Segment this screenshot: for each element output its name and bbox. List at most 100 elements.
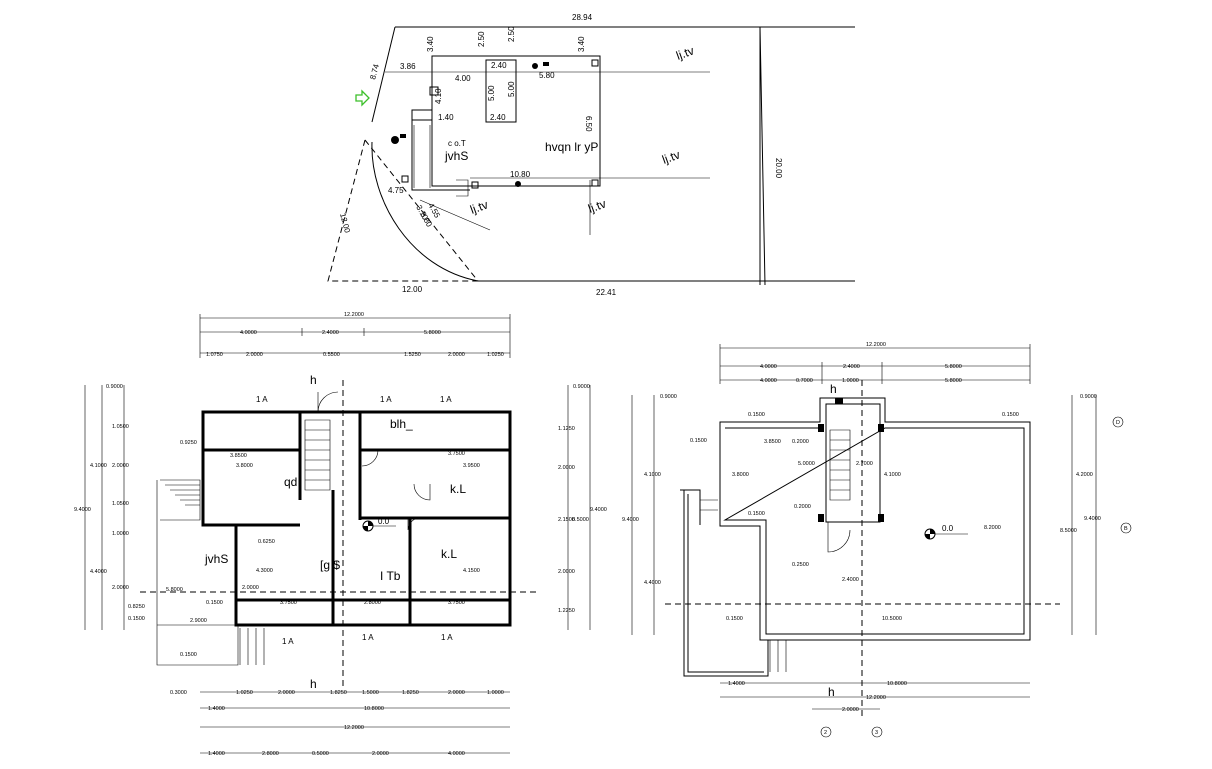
right-r-2: 4.2000 <box>1076 472 1093 478</box>
building-label: hvqn lr yP <box>545 140 598 154</box>
left-top-seg-1: 4.0000 <box>240 330 257 336</box>
left-b-last-2: 2.8000 <box>262 751 279 757</box>
left-r-3: 2.0000 <box>558 465 575 471</box>
right-level: 0.0 <box>942 524 954 533</box>
dim-250a: 2.50 <box>477 31 486 47</box>
dim-340a: 3.40 <box>426 36 435 52</box>
room-a-label: jvhS <box>444 149 468 163</box>
left-l-14: 0.1500 <box>180 652 197 658</box>
left-b-fine-2: 1.0250 <box>236 690 253 696</box>
right-in-9: 0.2000 <box>794 504 811 510</box>
left-r-6: 8.5000 <box>572 517 589 523</box>
left-l-11: 0.1500 <box>128 616 145 622</box>
tag-2: 1 A <box>380 395 392 404</box>
dim-250b: 2.50 <box>507 26 516 42</box>
left-l-13: 2.9000 <box>190 618 207 624</box>
left-b-fine-3: 2.0000 <box>278 690 295 696</box>
right-in-4: 3.8000 <box>732 472 749 478</box>
left-l-7: 1.0000 <box>112 531 129 537</box>
site-bottom-width: 22.41 <box>596 288 617 297</box>
right-l-2: 4.1000 <box>644 472 661 478</box>
left-l-10: 0.8250 <box>128 604 145 610</box>
room-kl-2: k.L <box>441 547 457 561</box>
right-in-2: 3.8500 <box>764 439 781 445</box>
right-in-6: 5.0000 <box>798 461 815 467</box>
left-r-7: 2.0000 <box>558 569 575 575</box>
left-r-2: 1.1250 <box>558 426 575 432</box>
first-floor-plan: 12.2000 4.0000 2.4000 5.8000 4.0000 0.70… <box>622 342 1132 738</box>
right-section-top: h <box>830 382 837 396</box>
left-in-7: 2.0000 <box>242 585 259 591</box>
left-r-4: 2.1500 <box>558 517 575 523</box>
dim-240b: 2.40 <box>490 113 506 122</box>
right-in-14: 10.5000 <box>882 616 902 622</box>
right-l-4: 4.4000 <box>644 580 661 586</box>
right-in-11: 0.2500 <box>792 562 809 568</box>
road-label-2: lj.tv <box>660 148 682 167</box>
grid-d: D <box>1116 420 1120 426</box>
right-top-5: 0.7000 <box>796 378 813 384</box>
left-in-4: 3.9500 <box>463 463 480 469</box>
right-in-1: 0.1500 <box>748 412 765 418</box>
left-in-10: 0.1500 <box>206 600 223 606</box>
room-kl-1: k.L <box>450 482 466 496</box>
left-in-2: 3.8000 <box>236 463 253 469</box>
room-qd: qd <box>284 475 297 489</box>
left-b-fine-7: 2.0000 <box>448 690 465 696</box>
right-in-16: 0.1500 <box>690 438 707 444</box>
left-fine-1: 1.0750 <box>206 352 223 358</box>
site-top-width: 28.94 <box>572 13 593 22</box>
left-l-6: 9.4000 <box>74 507 91 513</box>
left-l-3: 4.1000 <box>90 463 107 469</box>
road-label-4: lj.tv <box>586 197 608 216</box>
left-in-11: 3.7500 <box>280 600 297 606</box>
right-top-1: 4.0000 <box>760 364 777 370</box>
left-l-12: 5.8000 <box>166 587 183 593</box>
left-l-5: 1.0500 <box>112 501 129 507</box>
left-fine-3: 0.5500 <box>323 352 340 358</box>
dim-650: 6.50 <box>584 116 593 132</box>
right-in-8: 4.1000 <box>884 472 901 478</box>
dim-1080: 10.80 <box>510 170 531 179</box>
right-b-1: 1.4000 <box>728 681 745 687</box>
grid-b: B <box>1124 526 1128 532</box>
right-l-1: 0.9000 <box>660 394 677 400</box>
right-r-1: 0.9000 <box>1080 394 1097 400</box>
left-in-12: 2.8000 <box>364 600 381 606</box>
site-bottom-left: 12.00 <box>402 285 423 294</box>
right-b-4: 2.0000 <box>842 707 859 713</box>
left-l-8: 4.4000 <box>90 569 107 575</box>
left-fine-4: 1.5250 <box>404 352 421 358</box>
tag-5: 1 A <box>362 633 374 642</box>
left-in-8: 0.9250 <box>180 440 197 446</box>
room-tb: I Tb <box>380 569 401 583</box>
room-gs: [g $ <box>320 558 340 572</box>
dim-500a: 5.00 <box>487 85 496 101</box>
right-in-7: 2.7000 <box>856 461 873 467</box>
right-b-3: 12.2000 <box>866 695 886 701</box>
right-r-4: 8.5000 <box>1060 528 1077 534</box>
left-b-seg-1: 1.4000 <box>208 706 225 712</box>
left-l-9: 2.0000 <box>112 585 129 591</box>
dim-386: 3.86 <box>400 62 416 71</box>
right-in-5: 0.1500 <box>748 511 765 517</box>
right-top-total: 12.2000 <box>866 342 886 348</box>
right-in-10: 8.2000 <box>984 525 1001 531</box>
left-b-last-1: 1.4000 <box>208 751 225 757</box>
dim-400: 4.00 <box>455 74 471 83</box>
road-label-1: lj.tv <box>674 44 696 63</box>
left-b-seg-2: 10.8000 <box>364 706 384 712</box>
left-in-9: 0.6250 <box>258 539 275 545</box>
right-top-3: 5.8000 <box>945 364 962 370</box>
dim-140: 1.40 <box>438 113 454 122</box>
right-top-7: 5.8000 <box>945 378 962 384</box>
left-top-total: 12.2000 <box>344 312 364 318</box>
left-l-4: 2.0000 <box>112 463 129 469</box>
site-curve: 12.00 <box>338 212 352 234</box>
dim-240a: 2.40 <box>491 61 507 70</box>
right-section-bottom: h <box>828 685 835 699</box>
ground-floor-plan: 12.2000 4.0000 2.4000 5.8000 1.0750 2.00… <box>74 312 607 757</box>
right-in-3: 0.2000 <box>792 439 809 445</box>
left-in-1: 3.8500 <box>230 453 247 459</box>
